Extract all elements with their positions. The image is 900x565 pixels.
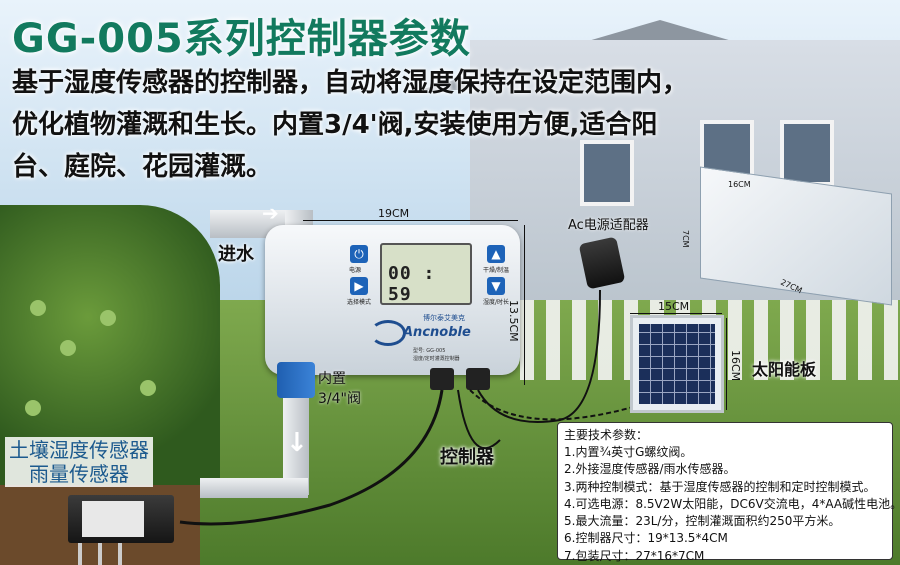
intro-line-3: 台、庭院、花园灌溉。: [12, 152, 273, 182]
spec-item: 6.控制器尺寸：19*13.5*4CM: [564, 531, 728, 546]
solar-cell-grid: [639, 324, 715, 404]
house-window: [580, 140, 634, 206]
valve-label-line2: 3/4"阀: [318, 391, 361, 407]
solar-panel-label: 太阳能板: [752, 360, 817, 379]
solar-width-line: [630, 313, 722, 314]
adapter-label: Ac电源适配器: [568, 218, 649, 233]
intro-text: 基于湿度传感器的控制器，自动将湿度保持在设定范围内， 优化植物灌溉和生长。内置3…: [12, 62, 892, 188]
lcd-time: 00 : 59: [388, 263, 436, 305]
sensor-nameplate: [82, 501, 144, 537]
controller-device: 00 : 59 ⏻ 电源 ▶ 选择模式 ▲ 干燥/制温 ▼ 湿度/时长 博尔泰艾…: [265, 225, 520, 375]
sensor-probe: [78, 543, 82, 565]
tomato-fruit: [100, 310, 116, 326]
up-button-label: 干燥/制温: [483, 267, 510, 274]
controller-width-dimension: 19CM: [378, 207, 410, 220]
model-info: 型号: GG-005 湿度/定时灌溉控制器: [413, 347, 460, 363]
height-dimension-line: [524, 225, 525, 385]
lcd-display: 00 : 59: [380, 243, 472, 305]
mode-button[interactable]: ▶: [350, 277, 368, 295]
solar-width-dimension: 15CM: [658, 300, 690, 313]
house-window: [780, 120, 834, 186]
sensor-label: 土壤湿度传感器 雨量传感器: [5, 437, 153, 487]
tomato-fruit: [140, 380, 156, 396]
cable-gland: [466, 368, 490, 390]
model-number: 型号: GG-005: [413, 348, 446, 354]
outlet-valve-connector: [277, 362, 315, 398]
cable-gland: [430, 368, 454, 390]
box-depth-dimension: 7CM: [681, 230, 690, 248]
spec-item: 7.包装尺寸：27*16*7CM: [564, 548, 705, 563]
arrow-down-icon: ▼: [491, 279, 501, 293]
power-button-label: 电源: [349, 267, 362, 274]
power-icon: ⏻: [354, 247, 364, 261]
solar-height-dimension: 16CM: [729, 350, 742, 382]
specifications-title: 主要技术参数：: [564, 428, 649, 442]
width-dimension-line: [303, 220, 518, 221]
power-button[interactable]: ⏻: [350, 245, 368, 263]
brand-name-en: Ancnoble: [403, 325, 471, 340]
intro-line-1: 基于湿度传感器的控制器，自动将湿度保持在设定范围内，: [12, 68, 689, 98]
arrow-down-icon: ↓: [286, 428, 308, 458]
brand-logo-icon: [370, 320, 406, 346]
model-description: 湿度/定时灌溉控制器: [413, 356, 460, 362]
rain-sensor-label: 雨量传感器: [29, 462, 129, 486]
soil-moisture-sensor-label: 土壤湿度传感器: [9, 438, 149, 462]
solar-height-line: [726, 318, 727, 410]
valve-label-line1: 内置: [318, 371, 346, 387]
arrow-up-icon: ▲: [491, 247, 501, 261]
box-width-dimension: 16CM: [728, 180, 751, 189]
page-title: GG-005系列控制器参数: [12, 16, 471, 62]
specifications-panel: 主要技术参数： 1.内置¾英寸G螺纹阀。 2.外接湿度传感器/雨水传感器。 3.…: [557, 422, 900, 563]
moisture-sensor: [68, 495, 174, 543]
tomato-fruit: [60, 340, 76, 356]
down-button[interactable]: ▼: [487, 277, 505, 295]
arrow-right-icon: ➔: [262, 201, 279, 225]
outlet-pipe-horizontal: [200, 478, 308, 498]
solar-panel: [630, 315, 724, 413]
spec-item: 5.最大流量：23L/分，控制灌溉面积约250平方米。: [564, 514, 841, 529]
water-inlet-label: 进水: [218, 244, 254, 265]
up-button[interactable]: ▲: [487, 245, 505, 263]
intro-line-2: 优化植物灌溉和生长。内置3/4'阀,安装使用方便,适合阳: [12, 110, 658, 140]
mode-button-label: 选择模式: [347, 299, 372, 306]
tomato-fruit: [25, 400, 41, 416]
tomato-fruit: [30, 300, 46, 316]
spec-item: 3.两种控制模式：基于湿度传感器的控制和定时控制模式。: [564, 479, 876, 494]
spec-item: 1.内置¾英寸G螺纹阀。: [564, 445, 693, 459]
down-button-label: 湿度/时长: [483, 299, 510, 306]
controller-label: 控制器: [440, 447, 494, 468]
play-icon: ▶: [354, 279, 364, 293]
spec-item: 2.外接湿度传感器/雨水传感器。: [564, 462, 736, 477]
brand-name-cn: 博尔泰艾美克: [423, 314, 465, 322]
sensor-probe: [98, 543, 102, 565]
spec-item: 4.可选电源：8.5V2W太阳能，DC6V交流电，4*AA碱性电池。: [564, 496, 900, 511]
sensor-probe: [118, 543, 122, 565]
